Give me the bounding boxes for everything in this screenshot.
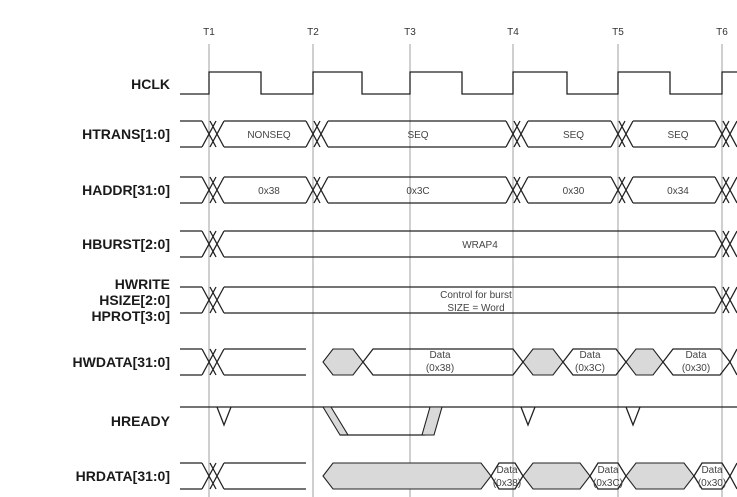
htrans-segment-1 xyxy=(328,120,506,148)
control-crossing-start xyxy=(201,286,225,314)
haddr-segment-3 xyxy=(633,176,715,204)
haddr-value-2: 0x30 xyxy=(563,186,585,197)
signal-label-htrans: HTRANS[1:0] xyxy=(82,126,170,142)
hwdata-value-1-line-2: (0x3C) xyxy=(575,363,605,374)
htrans-crossing-0 xyxy=(201,120,225,148)
hburst-crossing-end xyxy=(714,230,737,258)
control-segment xyxy=(224,286,715,314)
hburst-segment xyxy=(224,230,715,258)
htrans-segment-3 xyxy=(633,120,715,148)
control-lead-rails xyxy=(180,286,202,314)
hrdata-value-1-line-2: (0x3C) xyxy=(593,478,623,489)
tick-label-t5: T5 xyxy=(612,27,624,38)
haddr-crossing-0 xyxy=(201,176,225,204)
signal-label-hwdata: HWDATA[31:0] xyxy=(73,354,170,370)
signal-label-hclk: HCLK xyxy=(131,76,170,92)
hready-glitch-0 xyxy=(216,406,232,427)
tick-label-t3: T3 xyxy=(404,27,416,38)
hwdata-wait-region-2 xyxy=(625,348,664,376)
control-text-line-1: Control for burst xyxy=(440,290,512,301)
hready-rise-shade xyxy=(421,406,443,436)
haddr-segment-2 xyxy=(528,176,611,204)
signal-label-haddr: HADDR[31:0] xyxy=(82,182,170,198)
haddr-segment-0 xyxy=(224,176,306,204)
hwdata-value-0-line-1: Data xyxy=(429,350,451,361)
hwdata-wait-region-0 xyxy=(322,348,364,376)
htrans-value-2: SEQ xyxy=(563,130,584,141)
haddr-value-1: 0x3C xyxy=(406,186,429,197)
htrans-value-1: SEQ xyxy=(407,130,428,141)
htrans-value-0: NONSEQ xyxy=(247,130,291,141)
htrans-segment-0 xyxy=(224,120,306,148)
hwdata-segment-idle xyxy=(224,348,306,376)
haddr-segment-1 xyxy=(328,176,506,204)
haddr-crossing-2 xyxy=(505,176,529,204)
htrans-segment-2 xyxy=(528,120,611,148)
hready-glitch-1 xyxy=(520,406,536,427)
hrdata-value-2-line-1: Data xyxy=(701,465,723,476)
htrans-crossing-4 xyxy=(714,120,737,148)
signal-label-hready: HREADY xyxy=(111,413,171,429)
control-text-line-2: SIZE = Word xyxy=(447,303,504,314)
hrdata-value-2-line-2: (0x30) xyxy=(698,478,726,489)
signal-label-hrdata: HRDATA[31:0] xyxy=(76,468,170,484)
hrdata-wait-region-1 xyxy=(522,462,591,490)
hwdata-value-2-line-2: (0x30) xyxy=(682,363,710,374)
hburst-lead-rails xyxy=(180,230,202,258)
hwdata-wait-region-1 xyxy=(522,348,564,376)
tick-label-t1: T1 xyxy=(203,27,215,38)
htrans-lead-rails xyxy=(180,120,202,148)
hrdata-value-0-line-2: (0x38) xyxy=(493,478,521,489)
hrdata-tail xyxy=(729,462,737,490)
hready-glitch-2 xyxy=(625,406,641,427)
hrdata-segment-idle xyxy=(224,462,306,490)
hwdata-crossing-t1 xyxy=(201,348,225,376)
hrdata-wait-region-0 xyxy=(322,462,492,490)
hwdata-value-2-line-1: Data xyxy=(685,350,707,361)
hrdata-wait-region-2 xyxy=(625,462,695,490)
hrdata-value-0-line-1: Data xyxy=(496,465,518,476)
hwdata-tail xyxy=(729,348,737,376)
tick-label-t2: T2 xyxy=(307,27,319,38)
haddr-lead-rails xyxy=(180,176,202,204)
hrdata-value-1-line-1: Data xyxy=(597,465,619,476)
haddr-crossing-4 xyxy=(714,176,737,204)
htrans-crossing-3 xyxy=(610,120,634,148)
haddr-crossing-1 xyxy=(305,176,329,204)
hwdata-value-0-line-2: (0x38) xyxy=(426,363,454,374)
tick-label-t6: T6 xyxy=(716,27,728,38)
htrans-value-3: SEQ xyxy=(667,130,688,141)
signal-label-hburst: HBURST[2:0] xyxy=(82,236,170,252)
signal-label-control-2: HPROT[3:0] xyxy=(91,308,170,324)
hclk-waveform xyxy=(180,71,737,95)
hburst-value: WRAP4 xyxy=(462,240,498,251)
signal-label-control-1: HSIZE[2:0] xyxy=(99,292,170,308)
control-crossing-end xyxy=(714,286,737,314)
hwdata-value-1-line-1: Data xyxy=(579,350,601,361)
hready-fall-shade xyxy=(322,406,349,436)
hrdata-data-cell-1 xyxy=(589,462,627,490)
htrans-crossing-2 xyxy=(505,120,529,148)
hwdata-data-cell-1 xyxy=(562,348,627,376)
hwdata-data-cell-0 xyxy=(362,348,524,376)
haddr-value-0: 0x38 xyxy=(258,186,280,197)
hrdata-lead-rails xyxy=(180,462,202,490)
hwdata-lead-rails xyxy=(180,348,202,376)
tick-label-t4: T4 xyxy=(507,27,519,38)
hrdata-data-cell-0 xyxy=(490,462,524,490)
haddr-value-3: 0x34 xyxy=(667,186,689,197)
signal-label-control-0: HWRITE xyxy=(115,276,170,292)
haddr-crossing-3 xyxy=(610,176,634,204)
htrans-crossing-1 xyxy=(305,120,329,148)
hrdata-crossing-t1 xyxy=(201,462,225,490)
hburst-crossing-start xyxy=(201,230,225,258)
